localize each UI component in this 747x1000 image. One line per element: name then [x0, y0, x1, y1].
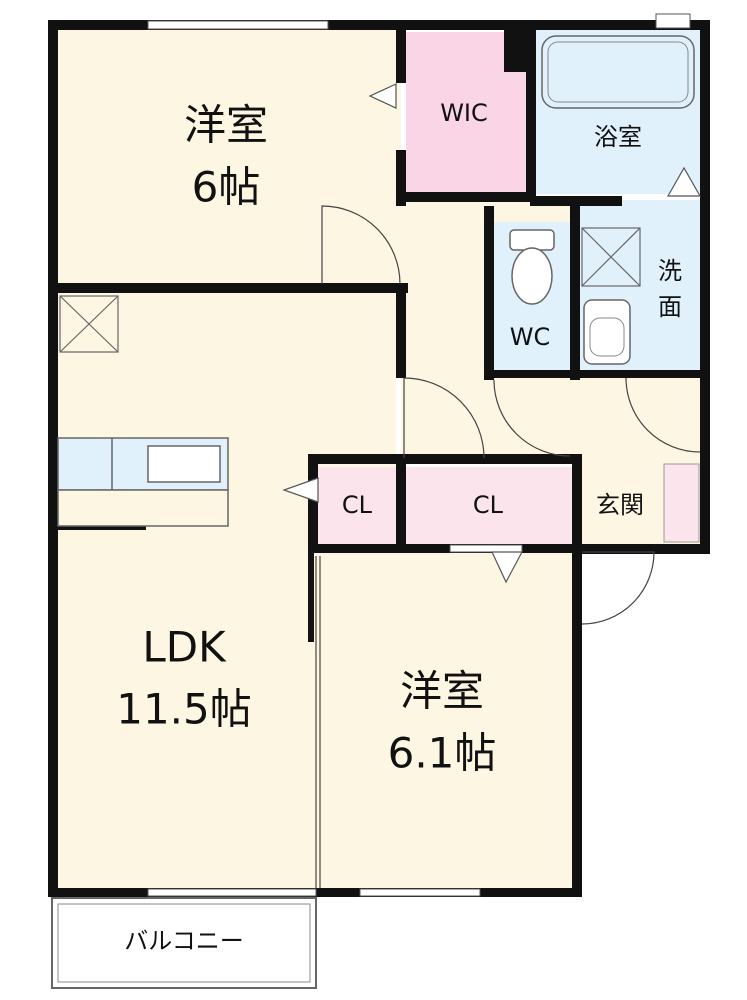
western-room-2-size: 6.1帖 [388, 729, 497, 778]
entrance-label: 玄関 [596, 491, 644, 519]
washroom-label-2: 面 [658, 293, 682, 321]
bathtub [541, 35, 695, 109]
toilet-bowl [511, 247, 553, 305]
ldk-name: LDK [142, 623, 227, 672]
windows [147, 13, 691, 897]
doors [315, 205, 701, 888]
balcony-area [51, 897, 317, 989]
washroom-label-1: 洗 [658, 257, 682, 285]
closet-2-label: CL [473, 491, 504, 519]
balcony-label: バルコニー [124, 927, 244, 955]
ventilation-boxes [59, 227, 641, 353]
washbasin [583, 299, 631, 365]
wic-label: WIC [440, 99, 488, 127]
entrance-shoe-cabinet [663, 463, 700, 543]
toilet-tank [509, 229, 555, 251]
closet-1-label: CL [342, 491, 373, 519]
western-room-2-floor [318, 548, 574, 889]
western-room-1-size: 6帖 [192, 163, 261, 212]
western-room-2-name: 洋室 [400, 667, 484, 716]
closet-2-floor [406, 467, 574, 544]
western-room-1-floor [56, 28, 401, 286]
western-room-1-name: 洋室 [184, 101, 268, 150]
bath-label: 浴室 [594, 123, 642, 151]
opening-markers [282, 83, 702, 584]
wc-label: WC [510, 323, 551, 351]
kitchen-counter [57, 437, 229, 527]
ldk-size: 11.5帖 [116, 685, 252, 734]
closet-1-floor [318, 467, 396, 544]
